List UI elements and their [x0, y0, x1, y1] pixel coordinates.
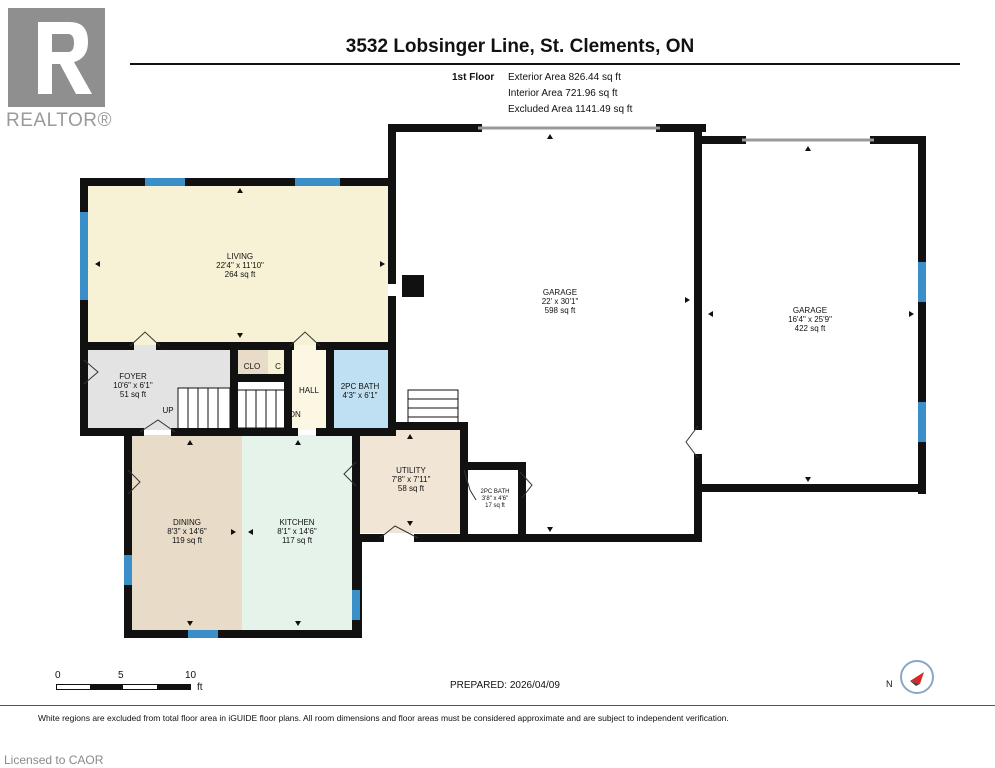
- realtor-logo-mark: [8, 8, 105, 107]
- dimension-markers: [95, 134, 914, 626]
- room-kitchen-dims: 8'1" x 14'6": [277, 527, 317, 536]
- room-kitchen-name: KITCHEN: [279, 518, 315, 527]
- room-hall-name: HALL: [298, 386, 319, 395]
- exterior-area: Exterior Area 826.44 sq ft: [508, 72, 621, 83]
- excluded-area: Excluded Area 1141.49 sq ft: [508, 104, 633, 115]
- garage-doors: [478, 126, 874, 142]
- room-dining: DINING 8'3" x 14'6" 119 sq ft: [150, 518, 224, 545]
- room-dining-area: 119 sq ft: [171, 536, 203, 545]
- stairs-down: [235, 389, 287, 429]
- room-kitchen-area: 117 sq ft: [281, 536, 313, 545]
- stairs-up: [177, 387, 231, 431]
- interior-area: Interior Area 721.96 sq ft: [508, 88, 618, 99]
- door-swings: [83, 331, 699, 539]
- north-compass-icon: [900, 660, 934, 694]
- garage-steps: [407, 389, 459, 427]
- c-closet-area: [268, 345, 288, 375]
- room-utility-dims: 7'8" x 7'11": [391, 475, 431, 484]
- title-divider: [130, 63, 960, 65]
- compass-n-label: N: [886, 679, 893, 689]
- room-utility: UTILITY 7'8" x 7'11" 58 sq ft: [378, 466, 444, 493]
- floor-label: 1st Floor: [452, 72, 495, 83]
- stairs-up-label: UP: [158, 406, 178, 415]
- chimney-block: [402, 275, 424, 297]
- room-hall: HALL: [292, 386, 326, 395]
- licensed-to: Licensed to CAOR: [4, 753, 104, 767]
- room-garage2-name: GARAGE: [792, 306, 828, 315]
- room-bath2-name: 2PC BATH: [480, 489, 510, 495]
- stairs-up-text: UP: [162, 406, 174, 415]
- room-living-name: LIVING: [226, 252, 254, 261]
- floor-plan: [80, 124, 926, 638]
- room-living-dims: 22'4" x 11'10": [216, 261, 264, 270]
- scale-tick-10: 10: [185, 670, 197, 681]
- room-bath2-dims: 3'8" x 4'6": [481, 496, 509, 502]
- room-garage2-dims: 16'4" x 25'9": [788, 315, 832, 324]
- windows: [80, 178, 926, 638]
- living-room-area: [88, 182, 388, 345]
- room-garage1-area: 598 sq ft: [544, 306, 576, 315]
- room-garage2: GARAGE 16'4" x 25'9" 422 sq ft: [770, 306, 850, 333]
- hall-area: [288, 345, 330, 430]
- room-bath2: 2PC BATH 3'8" x 4'6" 17 sq ft: [470, 489, 520, 510]
- room-garage2-area: 422 sq ft: [794, 324, 826, 333]
- footer-divider: [0, 705, 995, 706]
- room-garage1-dims: 22' x 30'1": [541, 297, 579, 306]
- room-foyer-name: FOYER: [119, 372, 147, 381]
- room-kitchen: KITCHEN 8'1" x 14'6" 117 sq ft: [260, 518, 334, 545]
- scale-tick-0: 0: [55, 670, 61, 681]
- scale-tick-5: 5: [118, 670, 124, 681]
- scale-bar: [56, 684, 191, 690]
- room-c-name: C: [275, 362, 281, 371]
- page-title: 3532 Lobsinger Line, St. Clements, ON: [345, 36, 695, 57]
- room-clo-name: CLO: [243, 362, 261, 371]
- room-dining-dims: 8'3" x 14'6": [167, 527, 207, 536]
- room-living: LIVING 22'4" x 11'10" 264 sq ft: [200, 252, 280, 279]
- room-living-area: 264 sq ft: [224, 270, 256, 279]
- room-c: C: [270, 362, 286, 371]
- room-clo: CLO: [240, 362, 264, 371]
- footnote-disclaimer: White regions are excluded from total fl…: [38, 713, 729, 723]
- realtor-logo-text: REALTOR®: [6, 110, 112, 131]
- kitchen-area: [242, 435, 354, 630]
- stairs-down-label: DN: [286, 410, 304, 419]
- room-utility-area: 58 sq ft: [397, 484, 425, 493]
- room-bath1-name: 2PC BATH: [340, 382, 380, 391]
- bath1-area: [330, 345, 390, 430]
- room-garage1: GARAGE 22' x 30'1" 598 sq ft: [520, 288, 600, 315]
- walls: [80, 124, 926, 638]
- stairs-down-text: DN: [289, 410, 301, 419]
- room-foyer: FOYER 10'6" x 6'1" 51 sq ft: [103, 372, 163, 399]
- dining-area: [130, 435, 242, 630]
- room-foyer-dims: 10'6" x 6'1": [113, 381, 153, 390]
- utility-area: [360, 428, 462, 533]
- scale-unit: ft: [197, 682, 203, 693]
- room-utility-name: UTILITY: [396, 466, 426, 475]
- compass-needle-icon: [910, 672, 924, 686]
- realtor-logo: [8, 8, 105, 107]
- room-bath1: 2PC BATH 4'3" x 6'1": [332, 382, 388, 400]
- room-garage1-name: GARAGE: [542, 288, 578, 297]
- prepared-date: PREPARED: 2026/04/09: [450, 680, 560, 691]
- room-bath1-dims: 4'3" x 6'1": [342, 391, 378, 400]
- room-dining-name: DINING: [173, 518, 201, 527]
- room-bath2-area: 17 sq ft: [485, 503, 505, 509]
- room-foyer-area: 51 sq ft: [119, 390, 147, 399]
